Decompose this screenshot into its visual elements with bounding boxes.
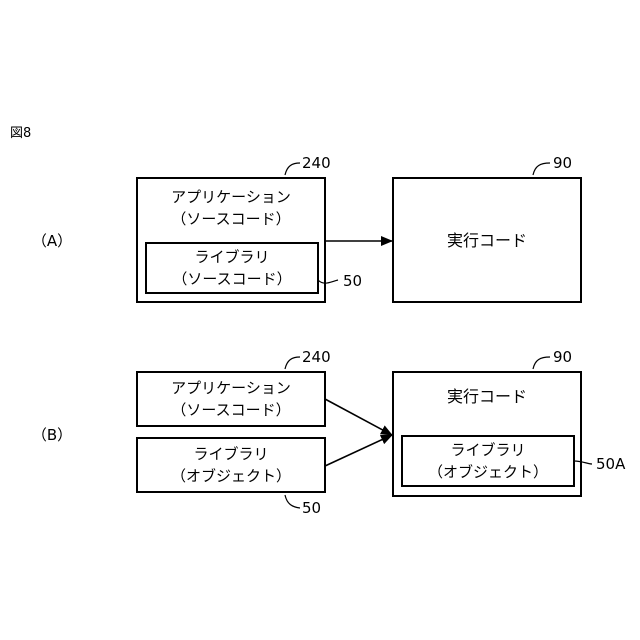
b-lib-ref: 50 bbox=[302, 501, 321, 516]
a-lib-line2: （ソースコード） bbox=[172, 272, 291, 287]
figure-label: 図8 bbox=[10, 127, 31, 140]
b-arrow-from-app bbox=[325, 399, 392, 435]
a-app-line2: （ソースコード） bbox=[171, 212, 290, 227]
b-app-ref: 240 bbox=[302, 350, 331, 365]
b-inner-lib-line2: （オブジェクト） bbox=[428, 465, 548, 480]
b-app-ref-leader bbox=[285, 357, 300, 369]
panel-b-label: （B） bbox=[32, 428, 72, 443]
a-exec-ref-leader bbox=[533, 163, 550, 175]
b-exec-label: 実行コード bbox=[447, 389, 527, 405]
b-exec-ref: 90 bbox=[553, 350, 572, 365]
b-lib-line1: ライブラリ bbox=[193, 447, 268, 462]
a-exec-label: 実行コード bbox=[447, 233, 527, 249]
a-app-ref-leader bbox=[285, 163, 300, 175]
a-app-ref: 240 bbox=[302, 156, 331, 171]
b-app-line1: アプリケーション bbox=[171, 381, 291, 396]
b-inner-lib-ref: 50A bbox=[596, 457, 625, 472]
b-lib-ref-leader bbox=[285, 495, 300, 508]
a-lib-line1: ライブラリ bbox=[194, 250, 269, 265]
b-arrow-from-lib bbox=[325, 435, 392, 466]
b-app-line2: （ソースコード） bbox=[171, 403, 290, 418]
a-lib-ref: 50 bbox=[343, 274, 362, 289]
b-inner-lib-ref-leader bbox=[574, 461, 592, 464]
b-inner-lib-line1: ライブラリ bbox=[450, 443, 525, 458]
b-lib-line2: （オブジェクト） bbox=[171, 469, 291, 484]
b-exec-ref-leader bbox=[533, 357, 550, 369]
a-app-line1: アプリケーション bbox=[171, 190, 291, 205]
a-exec-ref: 90 bbox=[553, 156, 572, 171]
panel-a-label: （A） bbox=[32, 234, 72, 249]
a-lib-ref-leader bbox=[318, 280, 338, 283]
